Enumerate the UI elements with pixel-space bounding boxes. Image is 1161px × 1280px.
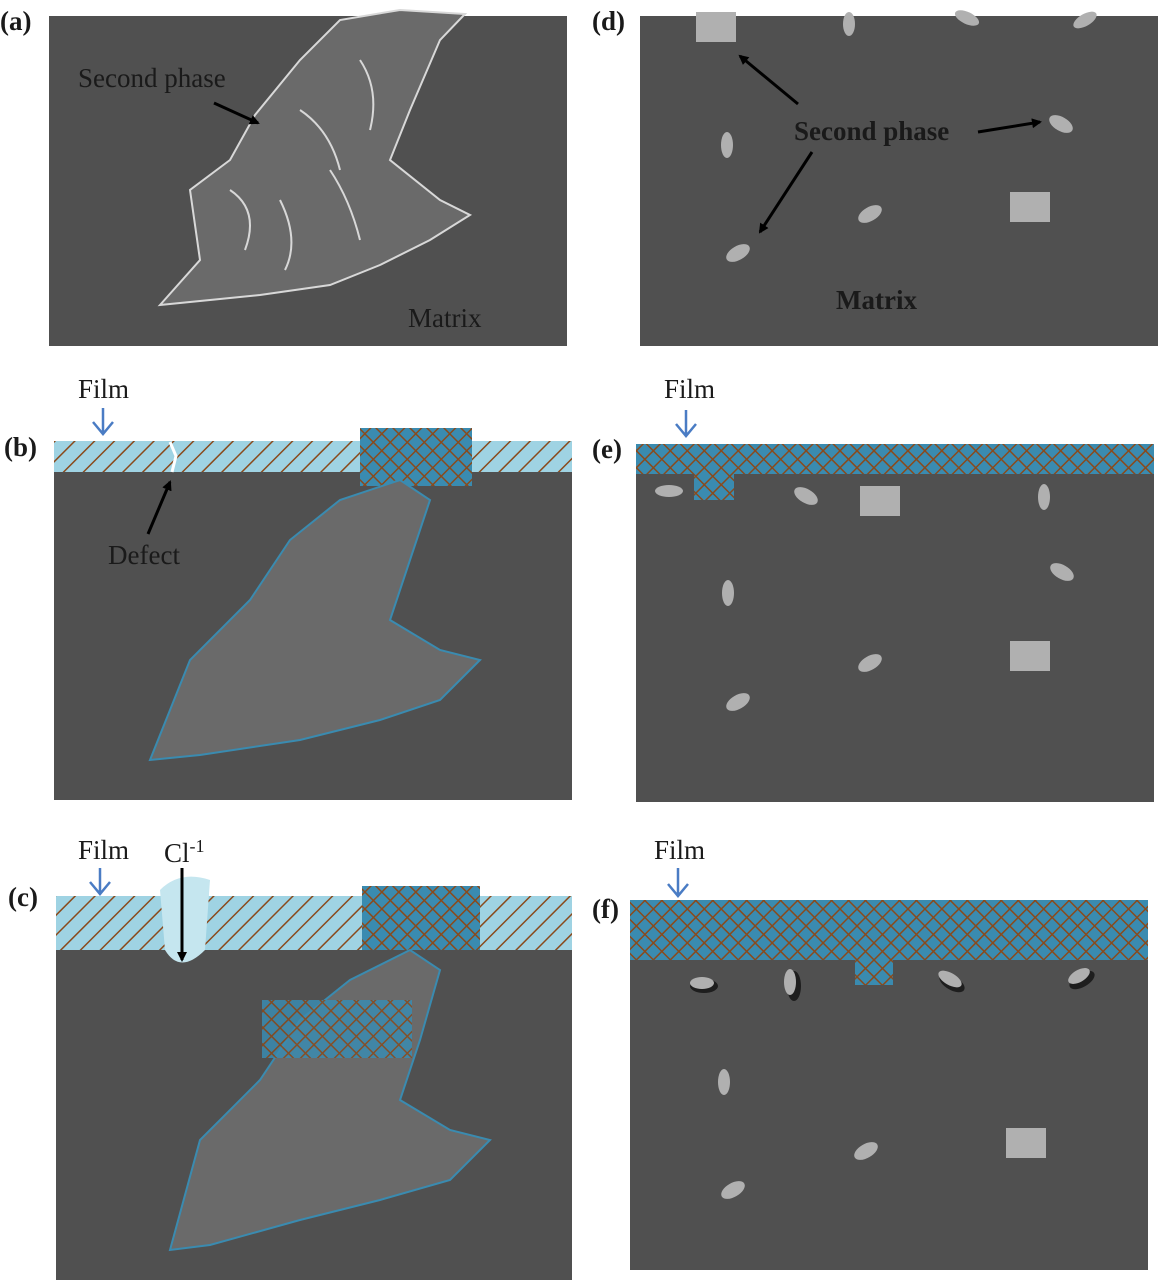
second-phase-arrow [758, 151, 814, 234]
second-phase-particle [1038, 484, 1050, 510]
second-phase-arrow [738, 54, 799, 106]
second-phase-film [362, 886, 480, 950]
second-phase-particle [726, 244, 750, 262]
matrix-block [636, 474, 1154, 802]
matrix-label: Matrix [408, 303, 482, 333]
film-label: Film [654, 835, 705, 865]
panel-label-a: (a) [0, 6, 31, 36]
second-phase-particle [1010, 192, 1050, 222]
panel-e: (e) Film [592, 374, 1154, 802]
film-arrow-icon [667, 868, 689, 898]
film-label: Film [78, 374, 129, 404]
second-phase-particle [1073, 11, 1097, 29]
panel-b: (b) Film Defect [4, 374, 572, 800]
film-intrusion [855, 955, 893, 985]
second-phase-arrow [213, 101, 260, 125]
second-phase-particle [721, 132, 733, 158]
second-phase-label: Second phase [794, 116, 949, 146]
second-phase-particle [655, 485, 683, 497]
second-phase-particle [690, 977, 714, 989]
defect-label: Defect [108, 540, 180, 570]
passive-film [630, 900, 1148, 960]
second-phase-particle [696, 12, 736, 42]
panel-f: (f) Film [592, 835, 1148, 1270]
second-phase-particle [938, 970, 962, 988]
film-arrow-icon [675, 410, 697, 438]
panel-label-d: (d) [592, 6, 625, 36]
matrix-block [640, 16, 1158, 346]
panel-a: (a) Second phase Matrix [0, 6, 567, 346]
film-arrow-icon [89, 868, 111, 896]
second-phase-particle [794, 487, 818, 505]
second-phase-arrow [977, 118, 1042, 134]
second-phase-particle [858, 654, 882, 672]
matrix-block [630, 960, 1148, 1270]
second-phase-particle [721, 1181, 745, 1199]
second-phase-network [148, 478, 482, 762]
second-phase-particle [860, 486, 900, 516]
second-phase-particle [726, 693, 750, 711]
pit-region [160, 876, 210, 963]
second-phase-inner-lines [229, 59, 375, 271]
second-phase-particle [784, 969, 796, 995]
film-arrow-icon [92, 408, 114, 436]
passive-film [54, 441, 572, 472]
defect-arrow [146, 480, 172, 535]
film-intrusion [694, 470, 734, 500]
second-phase-particle [854, 1142, 878, 1160]
second-phase-particle [1049, 115, 1073, 133]
second-phase-label: Second phase [78, 63, 226, 93]
second-phase-particle [1006, 1128, 1046, 1158]
second-phase-particle [858, 205, 882, 223]
chloride-label: Cl-1 [164, 836, 205, 868]
film-label: Film [664, 374, 715, 404]
matrix-label: Matrix [836, 285, 917, 315]
panel-label-b: (b) [4, 432, 37, 462]
passive-film [636, 444, 1154, 474]
second-phase-network [157, 8, 473, 307]
second-phase-particle [1010, 641, 1050, 671]
panel-c: (c) Film Cl-1 [8, 835, 572, 1280]
second-phase-particle [954, 10, 980, 26]
second-phase-film [360, 428, 472, 486]
panel-label-f: (f) [592, 894, 619, 924]
film-label: Film [78, 835, 129, 865]
panel-label-e: (e) [592, 434, 622, 464]
film-defect [168, 441, 178, 473]
second-phase-particle [718, 1069, 730, 1095]
second-phase-particle [722, 580, 734, 606]
second-phase-particle [843, 12, 855, 36]
second-phase-particle [1050, 563, 1074, 581]
corroded-second-phase [262, 1000, 412, 1058]
panel-d: (d) Second phase Matrix [592, 6, 1158, 346]
second-phase-particle [1068, 968, 1090, 984]
passive-film [56, 896, 572, 950]
panel-label-c: (c) [8, 882, 38, 912]
